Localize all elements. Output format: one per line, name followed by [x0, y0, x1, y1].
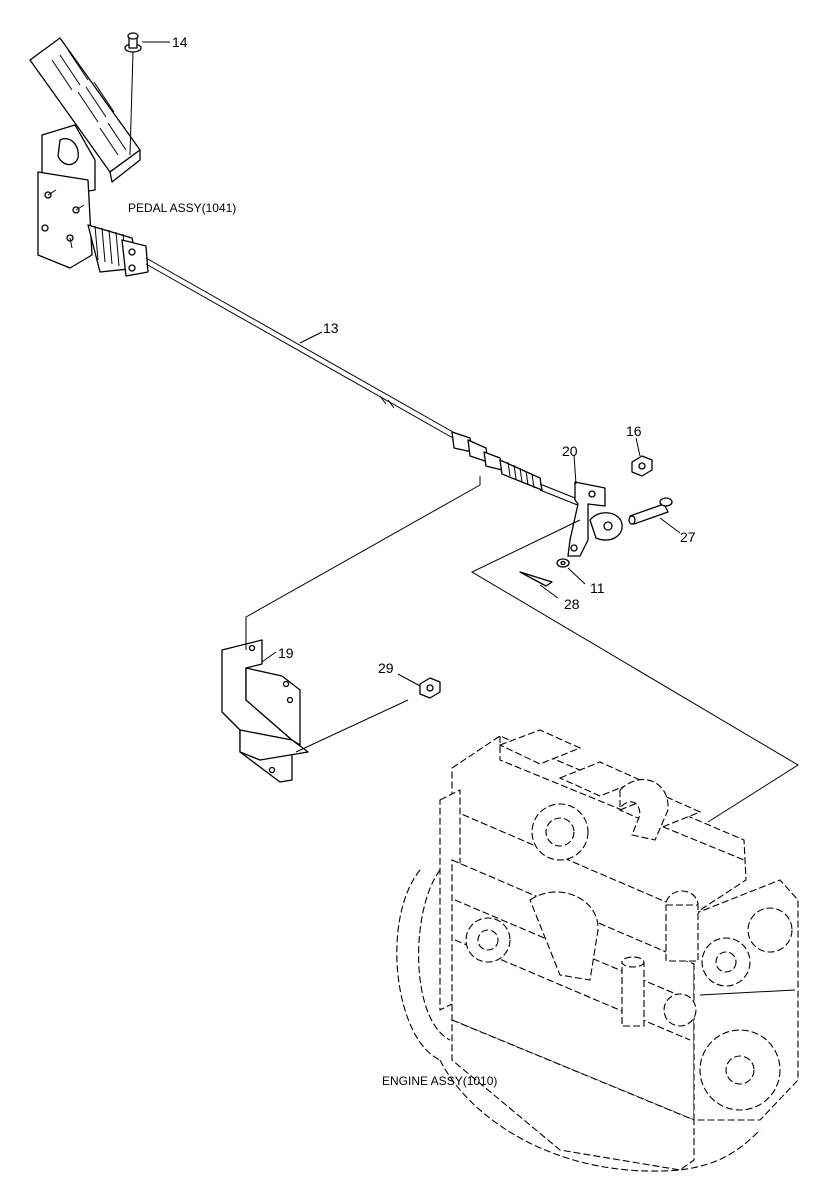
part-27-pin — [628, 497, 681, 534]
part-14-bolt — [124, 32, 170, 156]
part-16-nut — [631, 437, 653, 477]
callout-11: 11 — [590, 580, 605, 596]
callout-28: 28 — [564, 596, 580, 612]
accelerator-cable — [145, 257, 581, 507]
callout-16: 16 — [626, 423, 642, 439]
callout-13: 13 — [323, 320, 339, 336]
callout-27: 27 — [680, 529, 696, 545]
part-28-cotter-pin — [519, 571, 559, 599]
pedal-assy-label: PEDAL ASSY(1041) — [128, 201, 236, 215]
callout-29: 29 — [378, 660, 394, 676]
part-29-nut — [397, 673, 441, 699]
callout-14: 14 — [172, 34, 188, 50]
callout-20: 20 — [562, 443, 578, 459]
part-20-lever — [567, 454, 623, 557]
engine-assembly — [396, 729, 799, 1172]
callout-19: 19 — [278, 645, 294, 661]
engine-assy-label: ENGINE ASSY(1010) — [382, 1074, 497, 1088]
part-11-washer — [556, 558, 586, 585]
pedal-assembly — [29, 37, 149, 277]
part-19-bracket — [221, 639, 309, 783]
connection-lines — [245, 476, 799, 823]
